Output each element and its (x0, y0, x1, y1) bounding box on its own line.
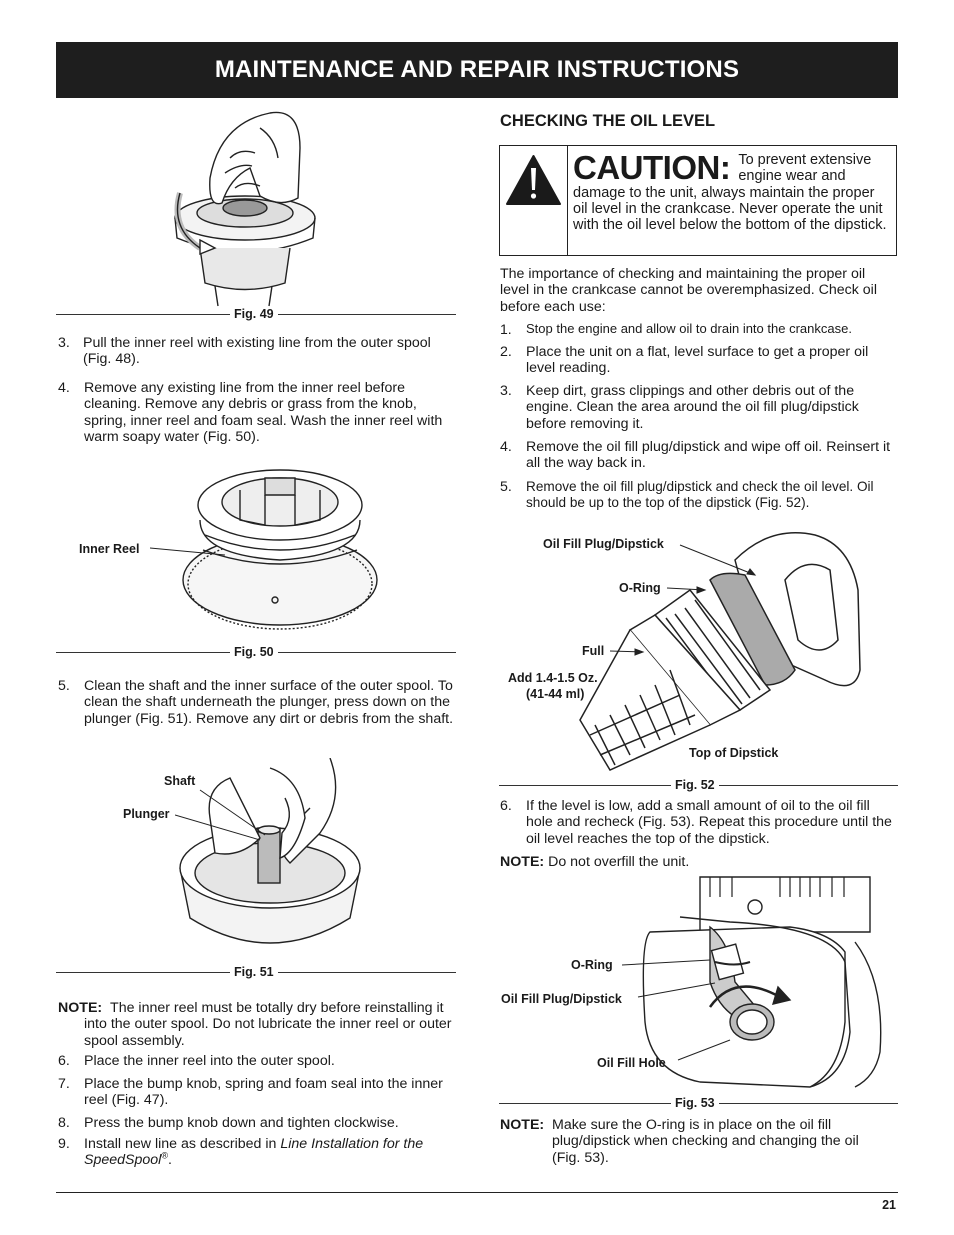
fig51-label-shaft: Shaft (164, 774, 196, 788)
right-step-2: 2. Place the unit on a flat, level surfa… (500, 344, 869, 377)
fig50-caption-rule: Fig. 50 (56, 646, 456, 658)
left-step-7: 7. Place the bump knob, spring and foam … (58, 1076, 443, 1109)
caution-icon-box (500, 146, 568, 255)
left-note: NOTE: The inner reel must be totally dry… (58, 1000, 452, 1049)
fig52-leader-lines (609, 544, 757, 656)
fig53-label-plug: Oil Fill Plug/Dipstick (501, 992, 622, 1006)
fig52-caption: Fig. 52 (671, 779, 719, 791)
caution-word: CAUTION: (573, 149, 731, 186)
left-step-5: 5. Clean the shaft and the inner surface… (58, 678, 454, 727)
right-step-3: 3. Keep dirt, grass clippings and other … (500, 383, 859, 432)
fig51-caption-rule: Fig. 51 (56, 966, 456, 978)
fig52-label-plug: Oil Fill Plug/Dipstick (543, 537, 664, 551)
fig52-label-top: Top of Dipstick (689, 746, 779, 760)
fig50-illustration (182, 469, 378, 630)
left-step-4: 4. Remove any existing line from the inn… (58, 380, 443, 445)
fig50-leader-line (150, 547, 226, 556)
right-step-6: 6. If the level is low, add a small amou… (500, 798, 892, 847)
fig52-illustration (579, 532, 861, 771)
fig53-label-oring: O-Ring (571, 958, 613, 972)
fig53-label-hole: Oil Fill Hole (597, 1056, 666, 1070)
fig49-illustration (174, 111, 316, 307)
caution-text: CAUTION:To prevent extensive engine wear… (573, 149, 887, 234)
fig51-leader-lines (175, 789, 266, 841)
fig52-label-oring: O-Ring (619, 581, 661, 595)
fig52-label-full: Full (582, 644, 605, 658)
right-note-1: NOTE: Do not overfill the unit. (500, 854, 690, 870)
fig51-caption: Fig. 51 (230, 966, 278, 978)
fig52-caption-rule: Fig. 52 (499, 779, 898, 791)
left-step-3: 3. Pull the inner reel with existing lin… (58, 335, 431, 368)
fig50-label-inner-reel: Inner Reel (79, 542, 140, 556)
fig49-caption: Fig. 49 (230, 308, 278, 320)
fig50-caption: Fig. 50 (230, 646, 278, 658)
fig49-caption-rule: Fig. 49 (56, 308, 456, 320)
left-step-8: 8. Press the bump knob down and tighten … (58, 1115, 399, 1131)
right-step-4: 4. Remove the oil fill plug/dipstick and… (500, 439, 891, 472)
fig53-illustration (642, 876, 882, 1088)
left-note-label: NOTE: (58, 1000, 103, 1016)
page-number: 21 (882, 1198, 896, 1212)
oil-intro: The importance of checking and maintaini… (500, 266, 877, 315)
left-step-6: 6. Place the inner reel into the outer s… (58, 1053, 335, 1069)
warning-icon (506, 155, 561, 205)
fig53-leader-lines (621, 959, 731, 1061)
fig51-label-plunger: Plunger (123, 807, 170, 821)
section-title: CHECKING THE OIL LEVEL (500, 112, 716, 130)
left-step-9: 9. Install new line as described in Line… (58, 1136, 424, 1169)
fig51-illustration (179, 758, 361, 944)
fig53-caption: Fig. 53 (671, 1097, 719, 1109)
fig52-label-add-2: (41-44 ml) (526, 687, 585, 701)
right-note-2: NOTE: Make sure the O-ring is in place o… (500, 1117, 859, 1166)
right-step-1: 1. Stop the engine and allow oil to drai… (500, 321, 852, 337)
footer-rule (56, 1192, 898, 1193)
fig53-caption-rule: Fig. 53 (499, 1097, 898, 1109)
page-header: MAINTENANCE AND REPAIR INSTRUCTIONS (56, 42, 898, 98)
fig52-label-add-1: Add 1.4-1.5 Oz. (508, 671, 598, 685)
right-step-5: 5. Remove the oil fill plug/dipstick and… (500, 479, 874, 511)
caution-box: CAUTION:To prevent extensive engine wear… (499, 145, 897, 256)
